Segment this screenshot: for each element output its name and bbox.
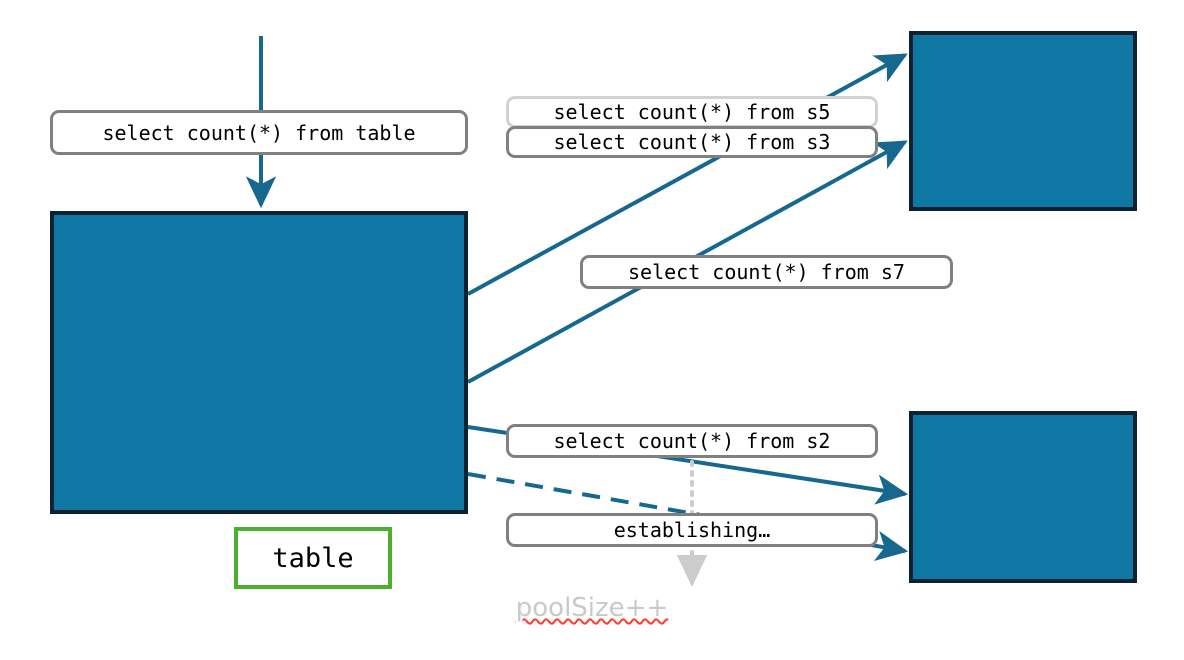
node-table[interactable]: table xyxy=(234,527,392,589)
query-label-s7[interactable]: select count(*) from s7 xyxy=(580,255,953,289)
connection-pool-bottom: s2 s6 s4 xyxy=(909,411,1137,583)
query-label-s5[interactable]: select count(*) from s5 xyxy=(506,96,878,128)
query-label-s2[interactable]: select count(*) from s2 xyxy=(506,424,878,458)
annotation-poolsize-text: poolSize++ xyxy=(515,593,669,623)
annotation-poolsize: poolSize++ xyxy=(0,593,1184,623)
query-label-table[interactable]: select count(*) from table xyxy=(50,110,468,155)
query-label-s3[interactable]: select count(*) from s3 xyxy=(506,126,878,158)
status-label-establishing[interactable]: establishing… xyxy=(506,513,878,547)
connection-pool-top: s1 s3 s5 s7 xyxy=(909,31,1137,211)
table-panel: table xyxy=(50,211,468,589)
